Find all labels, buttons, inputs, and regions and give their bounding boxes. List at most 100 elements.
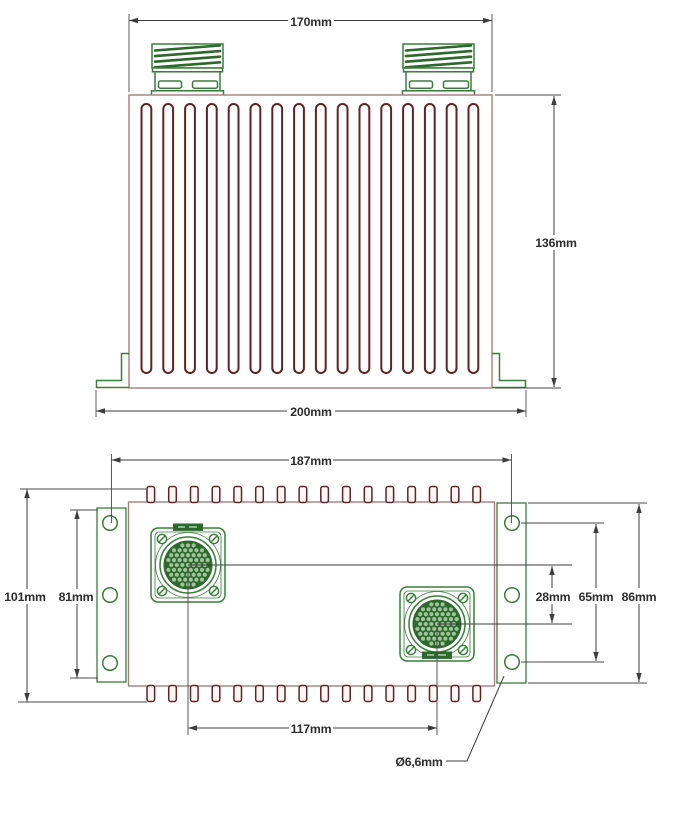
dimension-connector-offset: 28mm [188,564,572,625]
pin-dot [446,631,451,636]
fin-tab [276,684,286,703]
pin-dot [440,602,445,607]
pin-dot [418,612,423,617]
pin-dot [443,636,448,641]
arrowhead [636,673,642,682]
pin-dot [197,553,202,558]
connector-cutout [442,80,470,89]
key-tab-mark [189,526,197,528]
fin-tab [211,684,221,703]
fin-tab [407,485,417,504]
arrowhead [74,510,80,519]
pin-dot [448,617,454,622]
pin-dot [448,636,454,641]
pin-dot [191,543,196,548]
pin-dot [174,572,179,577]
pin-dot [443,626,448,631]
pin-dot [432,617,437,622]
pin-dot [423,621,428,627]
fin-tab [320,485,330,504]
dimension-front-right-height: 136mm [495,94,579,389]
pin-dot [426,607,431,612]
pin-dot [177,558,182,563]
arrowhead [483,17,492,24]
dim-label-hole-diameter: Ø6,6mm [395,755,443,769]
pin-dot [420,626,426,631]
arrowhead [24,489,30,498]
pin-dot [177,548,182,553]
pin-dot [426,636,431,641]
arrowhead [74,669,80,678]
fin-tab [233,485,243,504]
pin-dot [420,617,426,622]
fin-slot [314,103,327,374]
pin-dot [423,612,428,617]
fin-tab [298,684,308,703]
pin-dot [440,641,445,646]
fin-slot [402,103,414,374]
pin-dot [171,548,177,553]
pin-dot [180,562,185,568]
fin-tab [341,684,351,703]
connector-cutout [408,80,434,89]
arrowhead [111,457,121,463]
connector-side-view [401,43,476,96]
pin-dot [169,572,174,577]
pin-dot [415,626,420,631]
pin-dot [183,558,188,563]
fin-tabs-bottom [146,684,482,703]
mounting-foot-right [492,352,527,389]
fin-tab [363,684,373,703]
thread-line [404,49,473,58]
pin-dot [205,567,210,572]
screw-slot [459,646,467,654]
arrowhead [502,457,512,463]
fin-slot [249,103,262,374]
dim-label-81mm: 81mm [59,590,94,604]
dim-label-187mm: 187mm [290,454,332,468]
fin-tab [189,684,199,703]
connector-cutout [191,80,219,89]
pin-dot [429,631,434,636]
arrowhead [549,566,555,575]
thread-line [404,55,473,64]
arrowhead [188,725,197,731]
pin-dot [194,558,199,563]
pin-dot [199,577,205,582]
pin-dot [166,558,171,563]
pin-dot [418,631,423,636]
fin-tab [450,485,460,504]
fin-slot [358,103,371,374]
thread-line [404,44,473,52]
fin-slot [445,103,458,374]
pin-dot [183,548,188,553]
fin-tab [254,485,265,504]
pin-dot [448,607,454,612]
pin-dot [437,617,442,622]
pin-dot [174,562,179,568]
pin-dot [420,636,426,641]
pin-dot [194,577,199,582]
top-view: 187mm 101mm 81mm 28mm [2,453,658,769]
fin-tab [385,485,395,504]
screw-slot [158,535,166,543]
pin-dot [432,607,437,612]
pin-dot [434,602,440,607]
pin-dot [171,567,177,572]
pin-dot [185,553,191,558]
dimension-arrowheads [24,17,642,731]
pin-dot [185,543,191,548]
dim-label-65mm: 65mm [579,590,614,604]
fin-slot [380,103,393,374]
arrowhead [428,725,437,731]
fin-tab [407,684,417,703]
pin-dot [429,641,434,646]
pin-dot [448,626,454,631]
fin-tab [341,485,351,504]
mounting-hole [503,514,521,532]
fin-slot [162,103,175,374]
pin-dot [199,548,205,553]
screw-slot [459,594,467,602]
pin-dot [451,631,456,636]
